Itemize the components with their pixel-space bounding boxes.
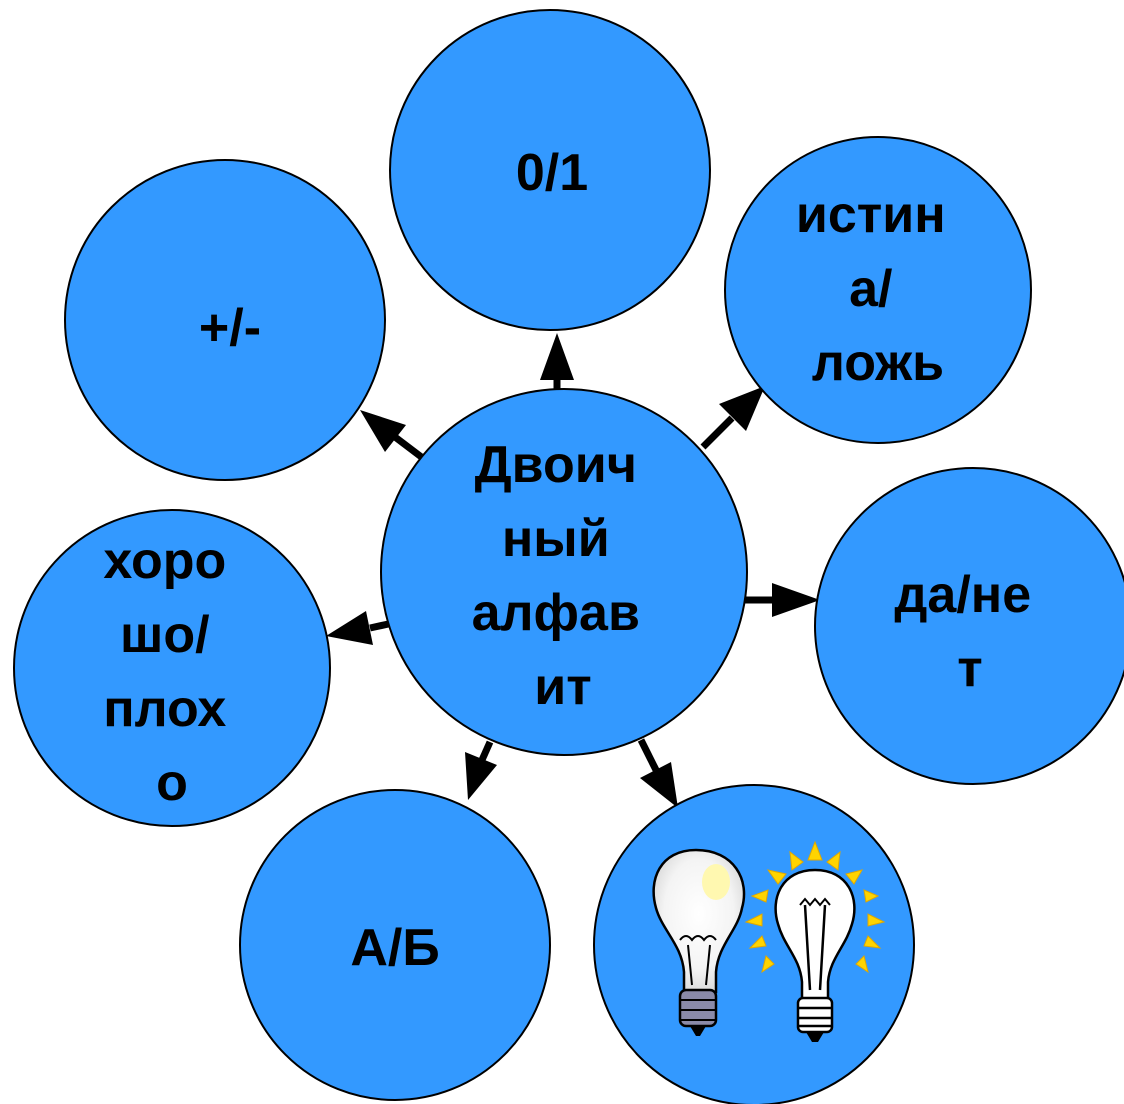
- node-label-line: плох: [103, 680, 226, 738]
- node-circle-bottom: [239, 789, 551, 1101]
- node-center: Двоич ный алфав ит: [380, 388, 748, 756]
- arrow-to-bottom-right: [637, 738, 678, 808]
- node-label-left: хоро шо/ плох о: [103, 532, 241, 812]
- node-circle-top-left: [64, 159, 386, 481]
- node-label-top-left: +/-: [199, 299, 261, 357]
- node-label-line: алфав: [472, 584, 640, 642]
- node-label-top: 0/1: [516, 144, 588, 202]
- node-bottom: А/Б: [239, 789, 551, 1101]
- node-bottom-right: [593, 784, 915, 1104]
- node-circle-top-right: [724, 136, 1032, 444]
- node-label-line: ложь: [812, 334, 944, 392]
- node-circle-top: [389, 9, 711, 331]
- arrow-to-left: [326, 611, 394, 645]
- node-label-line: 0/1: [516, 144, 588, 202]
- node-label-top-right: истин а/ ложь: [796, 186, 960, 392]
- node-top-right: истин а/ ложь: [724, 136, 1032, 444]
- node-label-center: Двоич ный алфав ит: [472, 436, 655, 716]
- node-circle-left: [13, 509, 331, 827]
- node-label-line: шо/: [120, 606, 210, 664]
- light-bulb-off-icon: [652, 848, 746, 1036]
- node-label-line: ит: [534, 658, 591, 716]
- node-top: 0/1: [389, 9, 711, 331]
- node-label-line: +/-: [199, 299, 261, 357]
- node-label-line: хоро: [103, 532, 226, 590]
- node-top-left: +/-: [64, 159, 386, 481]
- light-bulb-on-icon: [744, 840, 886, 1042]
- node-label-line: да/не: [894, 566, 1031, 624]
- node-label-line: Двоич: [475, 436, 637, 494]
- arrow-to-top-right: [700, 386, 765, 450]
- node-left: хоро шо/ плох о: [13, 509, 331, 827]
- node-label-line: а/: [849, 260, 892, 318]
- node-right: да/не т: [814, 467, 1124, 785]
- node-label-line: истин: [796, 186, 946, 244]
- node-circle-right: [814, 467, 1124, 785]
- arrow-to-top-left: [360, 410, 431, 465]
- arrow-to-right: [745, 583, 820, 617]
- arrow-to-bottom: [465, 740, 497, 800]
- node-label-line: т: [957, 640, 982, 698]
- node-label-bottom: А/Б: [350, 919, 439, 977]
- node-label-line: ный: [502, 510, 610, 568]
- node-circle-center: [380, 388, 748, 756]
- node-label-right: да/не т: [894, 566, 1045, 698]
- node-label-line: А/Б: [350, 919, 439, 977]
- node-label-line: о: [156, 754, 188, 812]
- light-bulbs-off-on-icon: [652, 840, 886, 1042]
